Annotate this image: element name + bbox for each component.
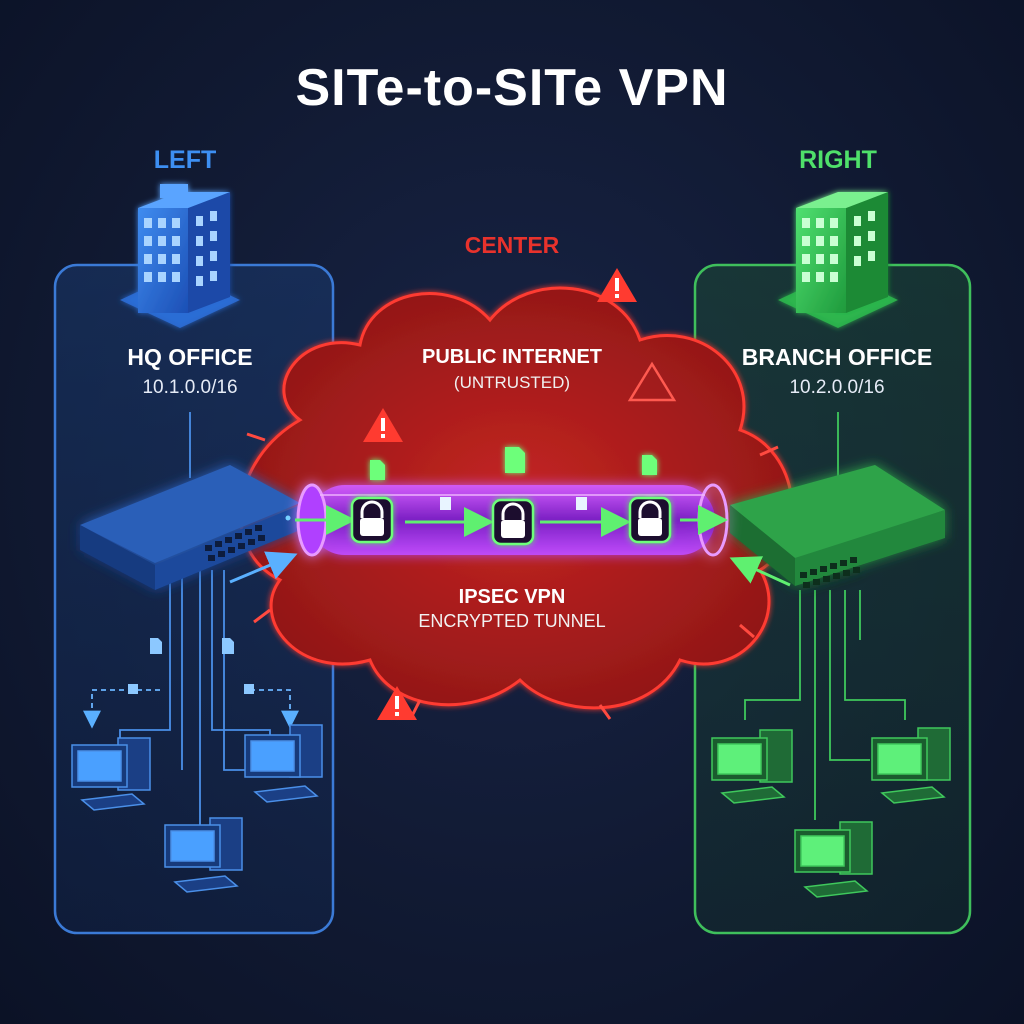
left-tag: LEFT <box>153 146 217 174</box>
building-icon <box>120 184 240 328</box>
right-tag: RIGHT <box>799 146 877 174</box>
computer-icon <box>164 817 243 893</box>
left-site-network: 10.1.0.0/16 <box>142 377 238 398</box>
computer-icon <box>711 729 793 804</box>
right-site-network: 10.2.0.0/16 <box>789 377 885 398</box>
right-site-name: BRANCH OFFICE <box>741 344 933 370</box>
tunnel-name: IPSEC VPN <box>458 586 566 608</box>
left-site-name: HQ OFFICE <box>127 344 253 370</box>
switch-icon <box>80 465 300 590</box>
right-cables <box>744 412 906 820</box>
warning-icon <box>363 408 403 442</box>
computer-icon <box>244 724 323 803</box>
lock-icon <box>628 496 672 544</box>
warning-icon <box>597 268 637 302</box>
switch-icon <box>730 465 945 588</box>
computer-icon <box>871 727 951 804</box>
tunnel-subtitle: ENCRYPTED TUNNEL <box>418 611 606 631</box>
computer-icon <box>794 821 873 898</box>
document-icon <box>128 638 254 694</box>
cloud-subtitle: (UNTRUSTED) <box>453 373 571 392</box>
center-tag: CENTER <box>464 232 560 258</box>
cloud-name: PUBLIC INTERNET <box>422 346 602 368</box>
warning-icon <box>377 686 417 720</box>
lock-icon <box>491 498 535 546</box>
document-icon <box>370 447 657 480</box>
diagram-title: SITe-to-SITe VPN <box>295 59 729 117</box>
document-icon <box>440 497 587 510</box>
building-icon <box>778 192 898 328</box>
lock-icon <box>350 496 394 544</box>
warning-icon <box>627 361 677 402</box>
tunnel-arrows <box>229 505 791 587</box>
computer-icon <box>71 737 151 811</box>
